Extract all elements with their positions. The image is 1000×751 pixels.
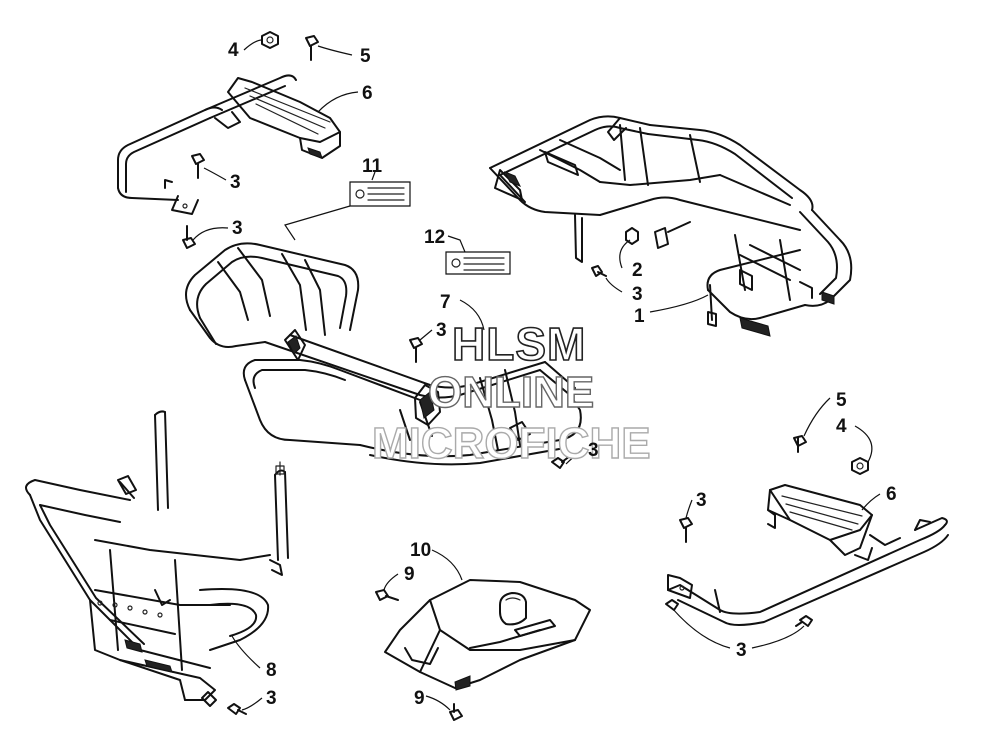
callout-1: 1: [634, 306, 645, 327]
watermark-line-3: MICROFICHE: [372, 419, 651, 468]
callout-4-right: 4: [836, 416, 847, 437]
bolt-front-rack-2: [551, 455, 571, 469]
bolt-right-low-2: [795, 615, 813, 627]
callout-3-b: 3: [232, 218, 243, 239]
decal-warning-12: [445, 251, 511, 275]
bolt-rear: [591, 265, 607, 277]
footrest-left: [117, 74, 341, 215]
callout-5-top: 5: [360, 46, 371, 67]
bolt-right-low: [665, 599, 679, 611]
callout-3-a: 3: [230, 172, 241, 193]
nut-rear: [625, 227, 639, 245]
callout-10: 10: [410, 540, 431, 561]
callout-9-a: 9: [404, 564, 415, 585]
callout-3-c: 3: [632, 284, 643, 305]
callout-4-top: 4: [228, 40, 239, 61]
bolt-mid-left-2: [182, 225, 196, 249]
callout-8: 8: [266, 660, 277, 681]
callout-3-f: 3: [696, 490, 707, 511]
decal-warning-11: [349, 181, 411, 207]
front-bumper: [25, 410, 289, 707]
bolt-top-left: [305, 35, 319, 61]
callout-6-right: 6: [886, 484, 897, 505]
callout-6-top: 6: [362, 83, 373, 104]
footrest-right: [667, 484, 949, 626]
callout-3-d: 3: [436, 320, 447, 341]
callout-3-e: 3: [588, 440, 599, 461]
bolt-front-rack: [409, 337, 423, 363]
callouts: 4 5 6 3 3 11 12 2 3 1 7 3 3 5 4 3 6 10 9…: [228, 40, 897, 709]
callout-3-h: 3: [736, 640, 747, 661]
bolt-skid-1: [375, 589, 399, 601]
callout-11: 11: [362, 156, 383, 177]
nut-right: [851, 457, 869, 475]
bolt-right-top: [793, 435, 807, 453]
callout-5-right: 5: [836, 390, 847, 411]
bolt-bumper: [227, 703, 247, 715]
watermark-line-1: HLSM: [452, 318, 586, 370]
callout-9-b: 9: [414, 688, 425, 709]
nut-top-left: [261, 31, 279, 49]
bolt-mid-left-1: [191, 153, 205, 179]
skid-plate: [384, 579, 591, 691]
watermark: HLSM ONLINE MICROFICHE: [371, 317, 651, 469]
rear-rack: [489, 115, 853, 337]
callout-2: 2: [632, 260, 643, 281]
callout-3-g: 3: [266, 688, 277, 709]
callout-7: 7: [440, 292, 451, 313]
callout-12: 12: [424, 227, 445, 248]
leader-lines: [192, 39, 881, 711]
front-rack: [185, 242, 582, 466]
watermark-line-2: ONLINE: [428, 368, 594, 417]
bolt-right-mid: [679, 517, 693, 543]
bolt-skid-2: [449, 703, 463, 721]
